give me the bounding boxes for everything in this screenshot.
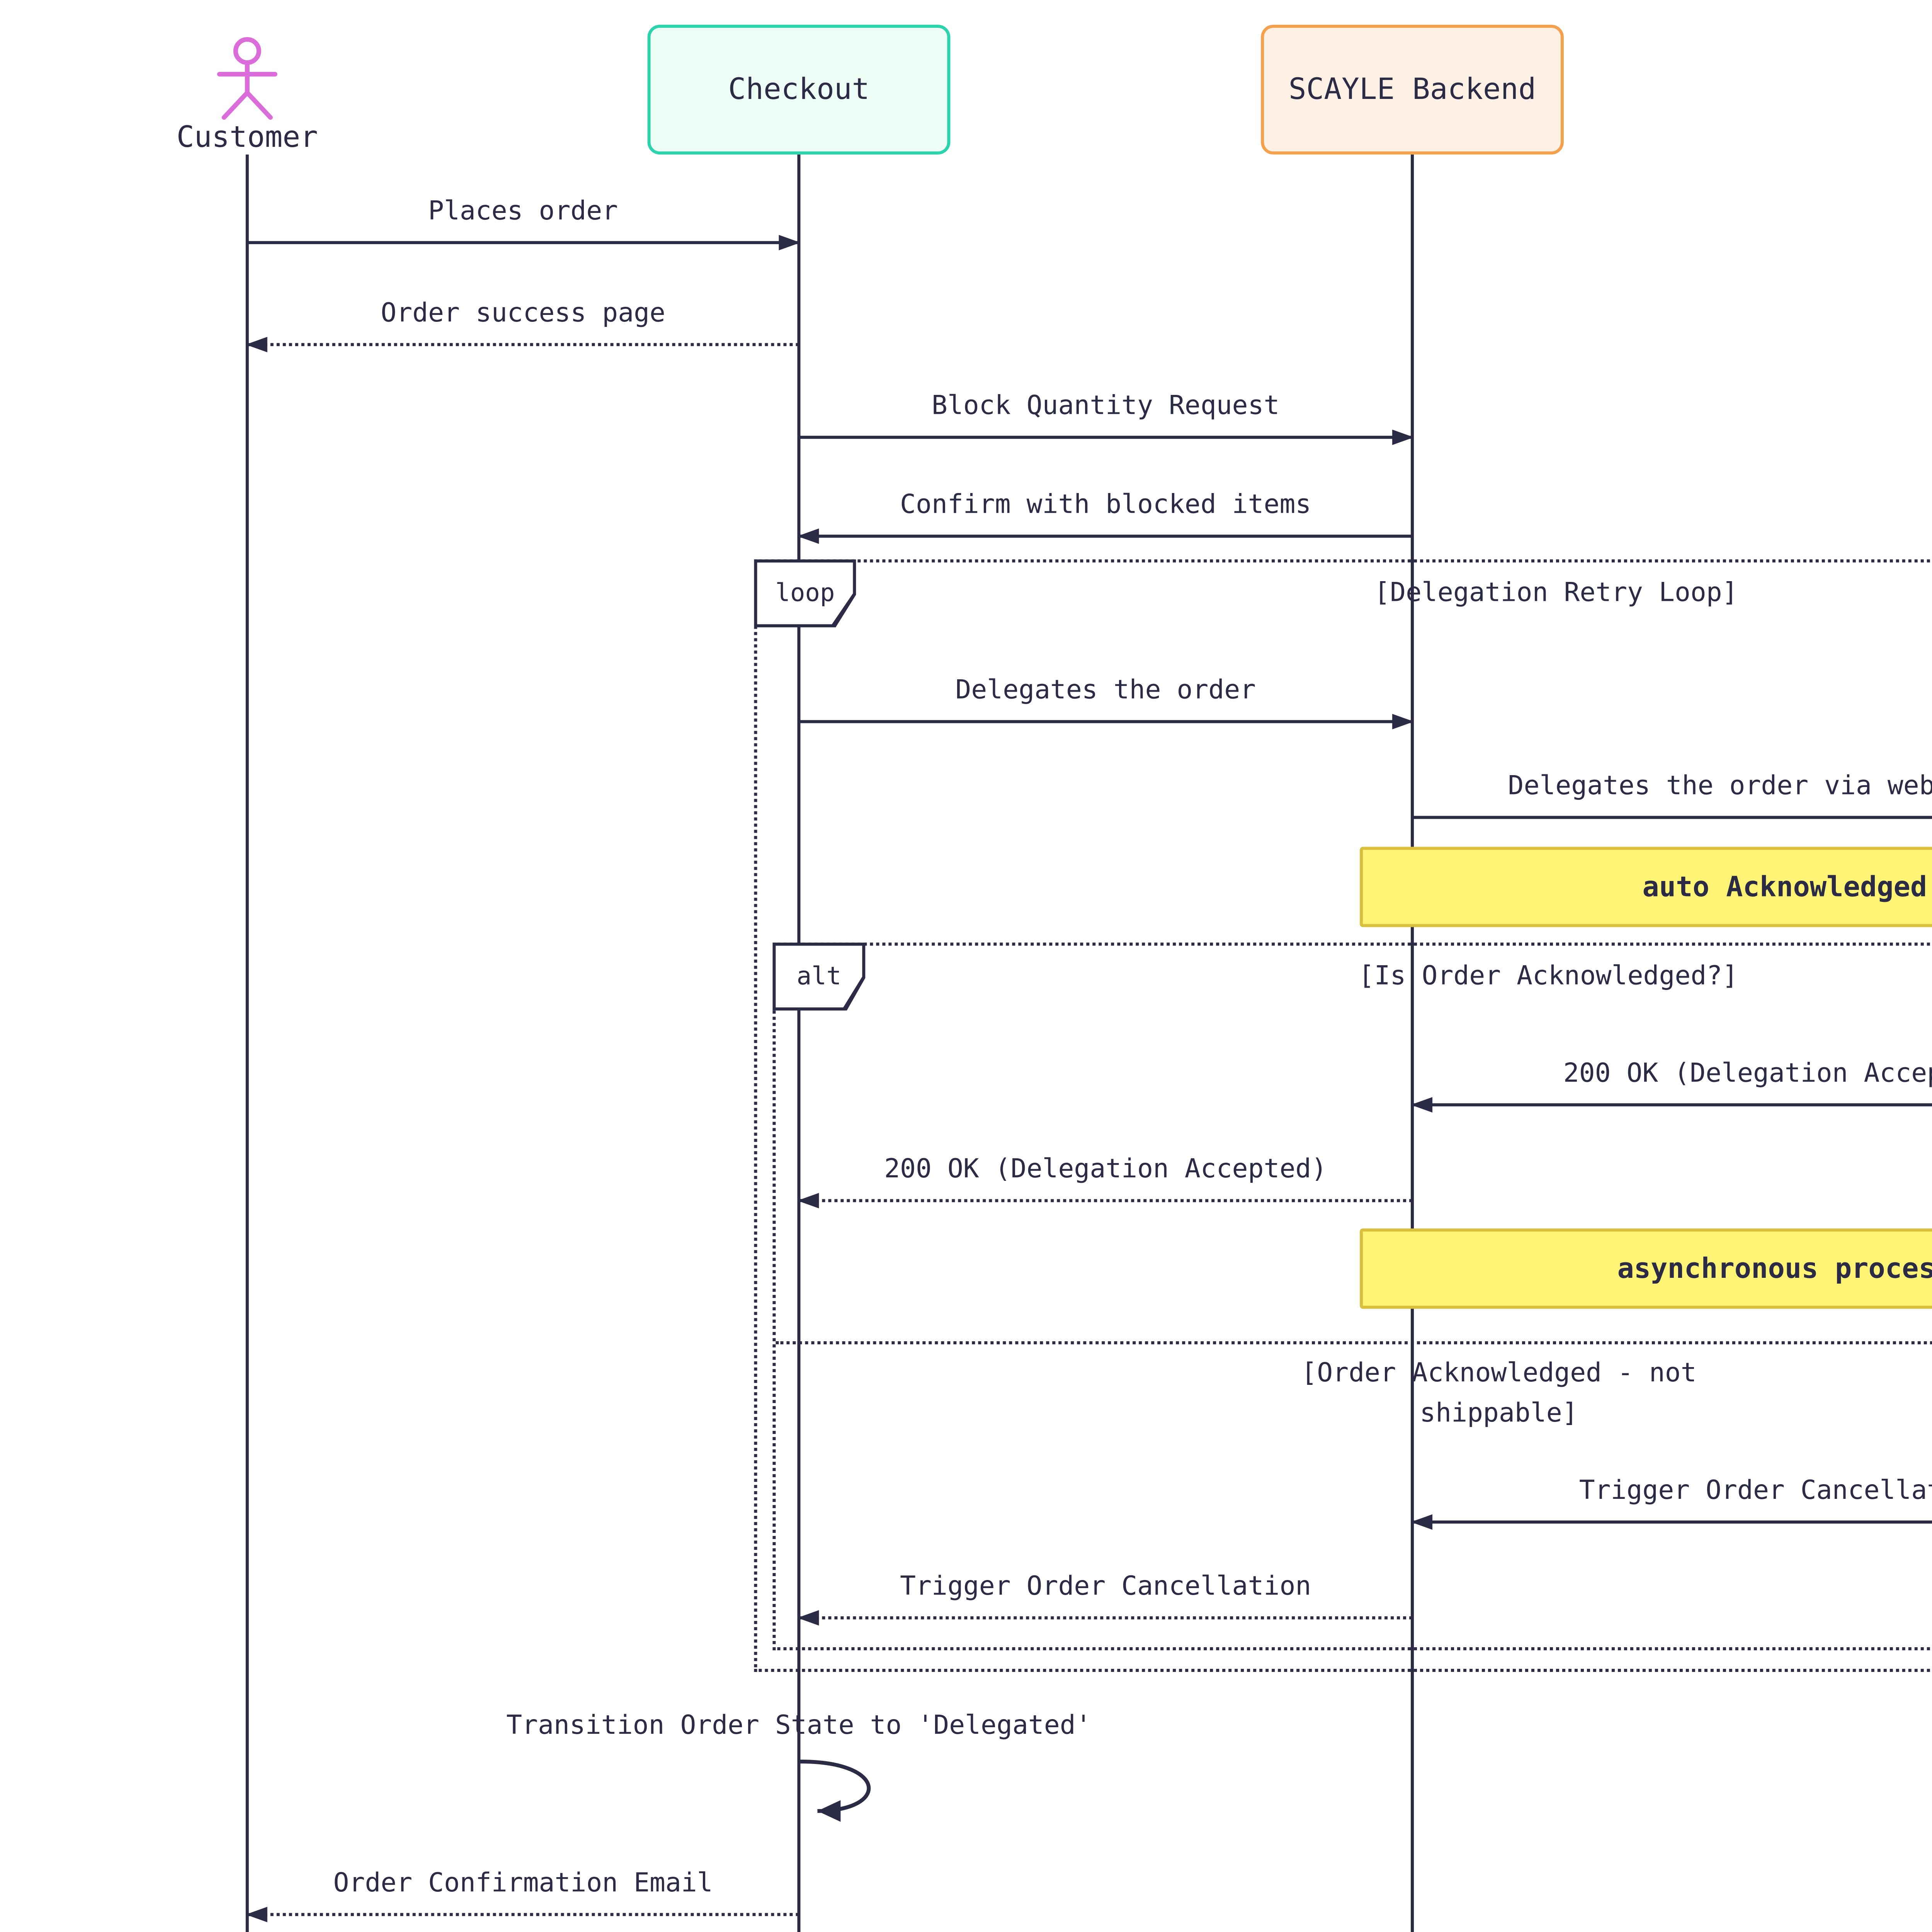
message-delegates-via-webhook: Delegates the order via webhook URL xyxy=(1412,770,1932,819)
message-label: Confirm with blocked items xyxy=(900,490,1311,521)
alt-frame-tab: alt xyxy=(772,942,866,1011)
message-label: Trigger Order Cancellation xyxy=(1579,1476,1932,1507)
message-label: 200 OK (Delegation Accepted) xyxy=(1563,1058,1932,1090)
message-label: Block Quantity Request xyxy=(932,391,1280,422)
note-text: auto Acknowledged xyxy=(1642,871,1927,903)
loop-frame: loop [Delegation Retry Loop] xyxy=(754,559,1932,1672)
message-order-success-page: Order success page xyxy=(245,297,799,352)
message-label: Order success page xyxy=(381,298,666,329)
loop-frame-tab: loop xyxy=(754,559,856,628)
message-block-quantity-request: Block Quantity Request xyxy=(799,389,1414,445)
arrow-left-icon xyxy=(245,337,799,352)
participant-label: Checkout xyxy=(728,72,870,107)
alt-frame: alt [Is Order Acknowledged?] [Order Ackn… xyxy=(772,942,1932,1650)
note-text: asynchronous process xyxy=(1617,1252,1932,1285)
participant-customer-top: Customer xyxy=(176,120,318,155)
arrow-right-icon xyxy=(247,235,801,250)
message-trigger-cancellation-scayle: Trigger Order Cancellation xyxy=(797,1570,1413,1626)
arrow-left-icon xyxy=(1411,1097,1932,1113)
arrow-left-icon xyxy=(797,1610,1413,1626)
message-delegates-the-order: Delegates the order xyxy=(799,674,1414,730)
alt-divider-label: [Order Acknowledged - not shippable] xyxy=(1301,1358,1697,1430)
message-places-order: Places order xyxy=(247,195,801,250)
loop-frame-title: [Delegation Retry Loop] xyxy=(1374,578,1738,609)
alt-frame-title: [Is Order Acknowledged?] xyxy=(1358,961,1738,992)
participant-scayle-backend-top: SCAYLE Backend xyxy=(1261,24,1564,155)
loop-frame-tag: loop xyxy=(757,562,853,624)
arrow-right-icon xyxy=(799,429,1414,445)
message-trigger-cancellation-merchant: Trigger Order Cancellation xyxy=(1411,1474,1932,1530)
message-200-ok-merchant-to-scayle: 200 OK (Delegation Accepted) xyxy=(1411,1057,1932,1113)
message-confirm-blocked-items: Confirm with blocked items xyxy=(797,488,1413,544)
participant-label: SCAYLE Backend xyxy=(1288,72,1536,107)
lifeline-scayle-backend xyxy=(1411,154,1414,1932)
arrow-left-icon xyxy=(797,1193,1413,1209)
lifeline-checkout xyxy=(797,154,801,1932)
arrow-right-icon xyxy=(1412,816,1932,819)
self-message-arrow-icon xyxy=(800,1759,871,1822)
message-label: 200 OK (Delegation Accepted) xyxy=(884,1154,1327,1185)
message-label: Delegates the order via webhook URL xyxy=(1508,771,1932,802)
message-200-ok-scayle-to-checkout: 200 OK (Delegation Accepted) xyxy=(797,1153,1413,1209)
arrow-right-icon xyxy=(799,714,1414,730)
customer-actor-icon xyxy=(217,37,277,120)
message-order-confirmation-email: Order Confirmation Email xyxy=(245,1867,799,1922)
message-label: Places order xyxy=(428,196,618,227)
lifeline-customer xyxy=(245,154,249,1932)
alt-frame-tag: alt xyxy=(776,946,862,1008)
message-label: Order Confirmation Email xyxy=(333,1868,713,1899)
participant-checkout-top: Checkout xyxy=(647,24,951,155)
arrow-left-icon xyxy=(1411,1514,1932,1530)
arrow-left-icon xyxy=(245,1906,799,1922)
arrow-left-icon xyxy=(797,528,1413,544)
message-label: Trigger Order Cancellation xyxy=(900,1571,1311,1602)
note-asynchronous-process: asynchronous process xyxy=(1360,1228,1932,1309)
alt-divider-line xyxy=(776,1341,1932,1345)
message-label: Delegates the order xyxy=(955,675,1256,706)
note-auto-acknowledged: auto Acknowledged xyxy=(1360,847,1932,927)
message-transition-order-state: Transition Order State to 'Delegated' xyxy=(506,1710,1092,1742)
